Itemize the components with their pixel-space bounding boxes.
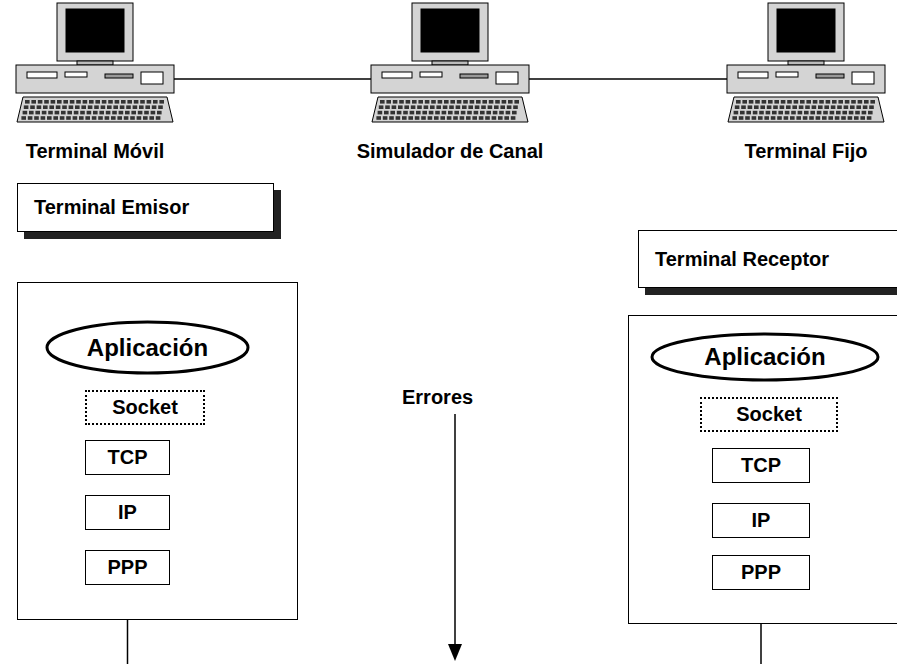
terminal-heading: Terminal Emisor	[17, 183, 274, 232]
computer-icon: Terminal Móvil	[5, 2, 185, 172]
socket-box: Socket	[85, 390, 205, 425]
connector	[174, 78, 371, 80]
computer-drawing	[726, 2, 886, 124]
layer-label: Aplicación	[87, 334, 208, 362]
computer-drawing	[370, 2, 530, 124]
connector	[529, 78, 727, 80]
protocol-box: IP	[712, 503, 810, 538]
terminal-stack: Terminal ReceptorAplicaciónSocketTCP IP PP…	[628, 230, 897, 624]
error-arrowhead	[448, 644, 462, 661]
protocol-box: TCP	[85, 440, 170, 475]
error-arrow	[454, 414, 456, 648]
layer-label: Socket	[112, 396, 178, 419]
layer-label: Socket	[736, 403, 802, 426]
application-ellipse: Aplicación	[650, 332, 880, 382]
terminal-stack: Terminal EmisorAplicaciónSocketTCP IP PPP	[17, 183, 298, 620]
computer-icon: Terminal Fijo	[715, 2, 897, 172]
layer-label: PPP	[741, 561, 781, 584]
error-label: Errores	[402, 386, 473, 409]
computer-drawing	[15, 2, 175, 124]
protocol-box: TCP	[712, 448, 810, 483]
layer-label: TCP	[741, 454, 781, 477]
application-ellipse: Aplicación	[45, 320, 250, 375]
computer-label: Terminal Móvil	[5, 140, 185, 163]
terminal-heading: Terminal Receptor	[638, 230, 897, 288]
protocol-box: PPP	[712, 555, 810, 590]
layer-label: Aplicación	[704, 343, 825, 371]
socket-box: Socket	[700, 397, 838, 432]
layer-label: IP	[118, 501, 137, 524]
computer-icon: Simulador de Canal	[340, 2, 560, 172]
protocol-box: PPP	[85, 550, 170, 585]
computer-label: Terminal Fijo	[715, 140, 897, 163]
layer-label: IP	[752, 509, 771, 532]
layer-label: PPP	[107, 556, 147, 579]
protocol-box: IP	[85, 495, 170, 530]
computer-label: Simulador de Canal	[340, 140, 560, 163]
layer-label: TCP	[108, 446, 148, 469]
